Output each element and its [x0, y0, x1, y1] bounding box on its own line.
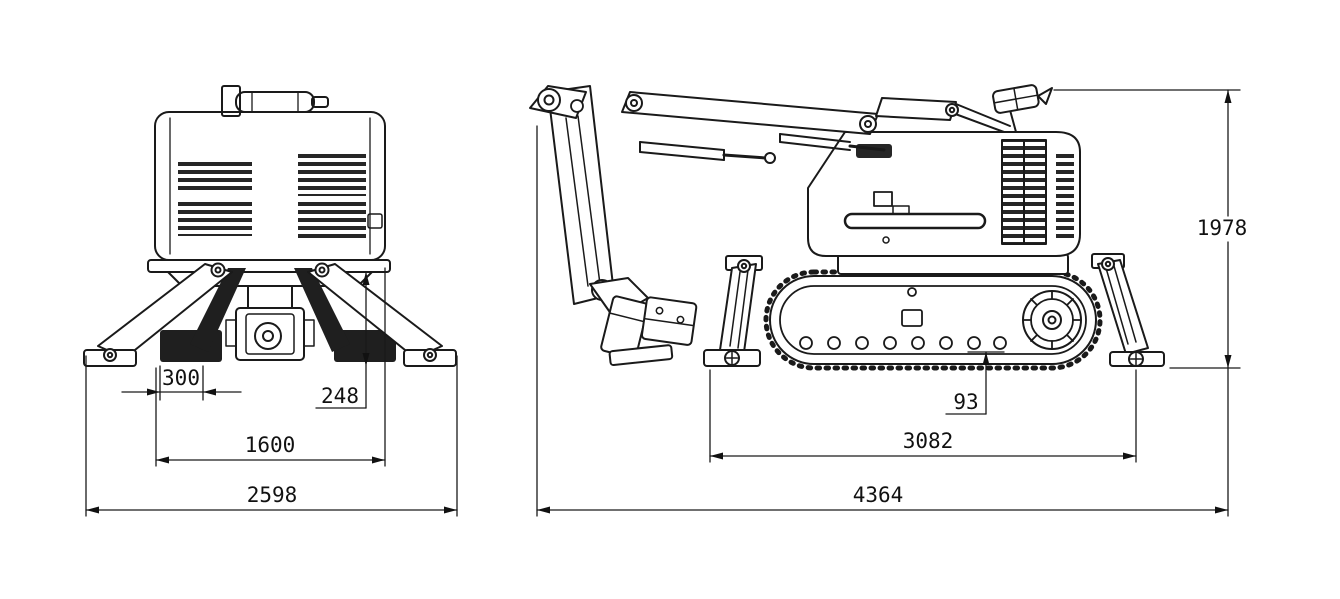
drive-sprocket [1022, 290, 1082, 350]
inner-support-left [190, 268, 246, 352]
dim-1978-text: 1978 [1197, 216, 1248, 240]
handle-rail [843, 212, 987, 230]
dim-248-text: 248 [321, 384, 359, 408]
dim-1600-text: 1600 [245, 433, 296, 457]
upper-body [807, 131, 1081, 257]
boom-arm [529, 85, 1011, 319]
engine-housing [154, 111, 386, 261]
side-view-drawing [529, 84, 1165, 371]
side-view-dimensions: 1978 93 3082 [536, 89, 1248, 517]
center-assembly [225, 285, 315, 361]
latch [367, 213, 383, 229]
louver-grille [298, 202, 366, 242]
dim-4364-text: 4364 [853, 483, 904, 507]
dimension-300: 300 [121, 365, 242, 401]
dimension-3082: 3082 [709, 369, 1137, 463]
dimension-93: 93 [945, 351, 1005, 415]
rear-outrigger [1091, 253, 1165, 367]
dimension-1600: 1600 [155, 267, 386, 467]
dimension-1978: 1978 [1053, 89, 1248, 517]
side-grille [1056, 150, 1074, 242]
hydraulic-cylinder [779, 133, 886, 152]
track-pad-right [334, 330, 396, 362]
dim-2598-text: 2598 [247, 483, 298, 507]
dimension-248: 248 [315, 271, 370, 409]
warning-beacon [992, 84, 1053, 133]
hydraulic-cylinder [639, 141, 776, 164]
louver-grille [178, 200, 252, 236]
louver-grille [298, 152, 366, 196]
front-view-drawing [83, 85, 457, 367]
dimension-4364: 4364 [536, 125, 1229, 517]
outrigger-left [83, 262, 233, 367]
outrigger-right [307, 262, 457, 367]
louver-grille [178, 158, 252, 194]
dim-3082-text: 3082 [903, 429, 954, 453]
front-outrigger [703, 255, 763, 367]
breaker-tool-mount [600, 295, 698, 367]
dim-93-text: 93 [953, 390, 978, 414]
dim-300-text: 300 [162, 366, 200, 390]
front-view-dimensions: 300 248 1600 [85, 267, 458, 517]
dimension-2598: 2598 [85, 355, 458, 517]
inner-support-right [294, 268, 350, 352]
